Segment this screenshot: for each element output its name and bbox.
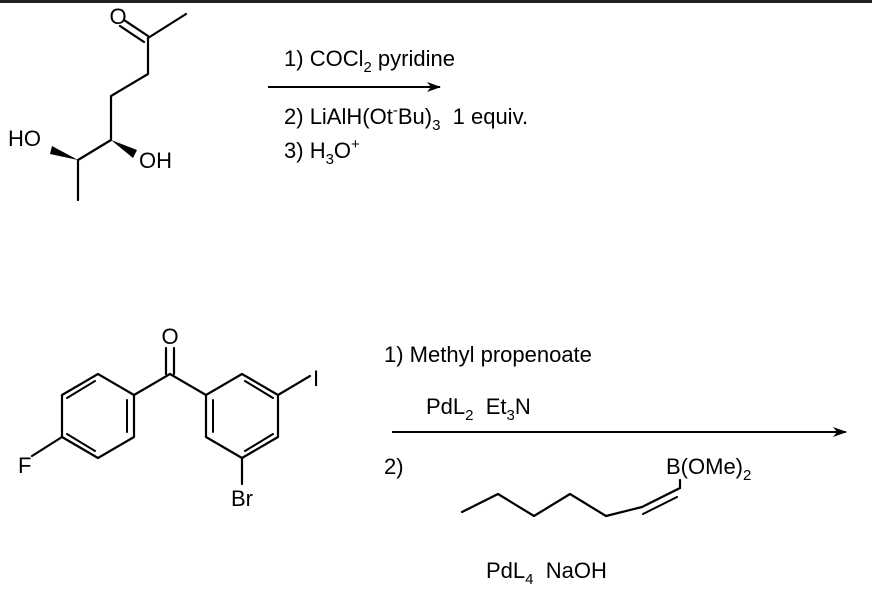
condition-2: 2) LiAlH(Ot-Bu)3 1 equiv. [284, 102, 528, 134]
condition-3: 3) H3O+ [284, 136, 360, 168]
reaction1-conditions: 1) COCl2 pyridine 2) LiAlH(Ot-Bu)3 1 equ… [284, 46, 528, 168]
condition-1: 1) COCl2 pyridine [284, 46, 455, 76]
reaction2-conditions: 1) Methyl propenoate PdL2 Et3N 2) B(OMe)… [384, 342, 751, 588]
carbon-chain [76, 36, 150, 202]
bromine-label: Br [231, 486, 253, 511]
benzophenone-reactant: F O I Br [18, 324, 319, 511]
iodo-bond [276, 374, 312, 397]
step2-label: 2) [384, 454, 404, 479]
fluoro-bond [30, 435, 64, 458]
carbonyl-oxygen-label: O [161, 324, 178, 349]
ring-double-1c [66, 380, 96, 399]
iodine-label: I [313, 366, 319, 391]
ring-double-1b [66, 433, 96, 452]
ring-double-2b [244, 380, 274, 399]
alkenyl-chain [460, 486, 682, 518]
boronate-label: B(OMe)2 [666, 454, 751, 484]
carbonyl-bond-b [118, 24, 146, 44]
fluorine-label: F [18, 453, 31, 478]
bromoiodophenyl-ring [204, 372, 280, 460]
ketone-methyl-bond [146, 12, 188, 40]
carbonyl-bond-a [122, 18, 150, 38]
diol-ketone-reactant: O OH HO [8, 4, 188, 202]
hydroxyl-label-right: OH [139, 148, 172, 173]
alkene-double-bond [642, 496, 678, 515]
step2-catalyst: PdL4 NaOH [486, 558, 607, 588]
wedge-bond-oh [111, 140, 137, 158]
aryl-carbonyl-bond-right [168, 372, 208, 397]
ring-double-2c [244, 433, 274, 452]
ketone-oxygen-label: O [109, 4, 126, 29]
aryl-carbonyl-bond-left [132, 372, 172, 397]
step1-catalyst: PdL2 Et3N [426, 394, 531, 424]
step1-reagent: 1) Methyl propenoate [384, 342, 592, 367]
fluorophenyl-ring [60, 372, 136, 460]
hydroxyl-label-left: HO [8, 126, 41, 151]
wedge-bond-ho [50, 146, 78, 160]
